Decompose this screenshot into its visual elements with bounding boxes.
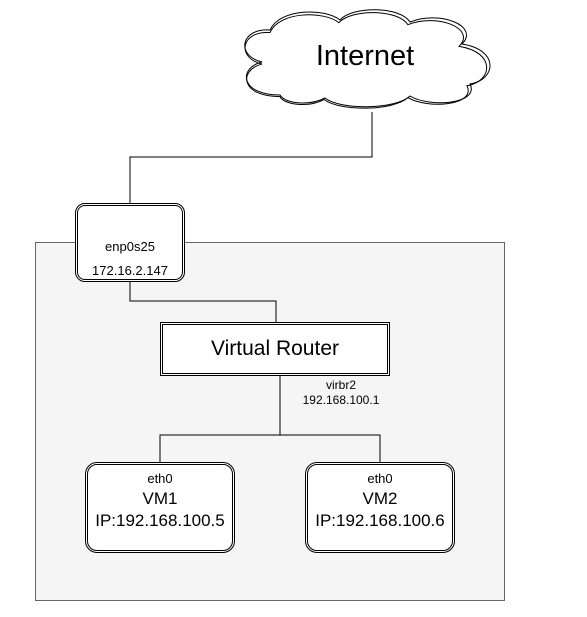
virtual-router-node: Virtual Router [160,322,390,376]
nic-ip: 172.16.2.147 [92,263,168,278]
host-nic-node: enp0s25 172.16.2.147 [75,203,185,282]
bridge-to-vms-line [159,434,381,462]
vm2-ip: IP:192.168.100.6 [315,511,445,530]
vm1-ip: IP:192.168.100.5 [95,511,225,530]
bridge-label: virbr2 192.168.100.1 [276,378,406,408]
nic-to-router-line [129,282,277,322]
bridge-ip: 192.168.100.1 [302,393,380,407]
vm1-interface: eth0 [147,471,173,486]
bridge-name: virbr2 [325,378,356,392]
internet-cloud [244,9,491,109]
internet-label: Internet [315,40,415,72]
router-label: Virtual Router [210,337,339,360]
vm2-interface: eth0 [367,471,393,486]
nic-name: enp0s25 [105,239,155,254]
internet-to-nic-line [129,112,373,203]
vm1-node: eth0 VM1 IP:192.168.100.5 [85,462,235,553]
vm2-node: eth0 VM2 IP:192.168.100.6 [305,462,455,553]
vm2-name: VM2 [362,489,398,508]
vm1-name: VM1 [142,489,178,508]
